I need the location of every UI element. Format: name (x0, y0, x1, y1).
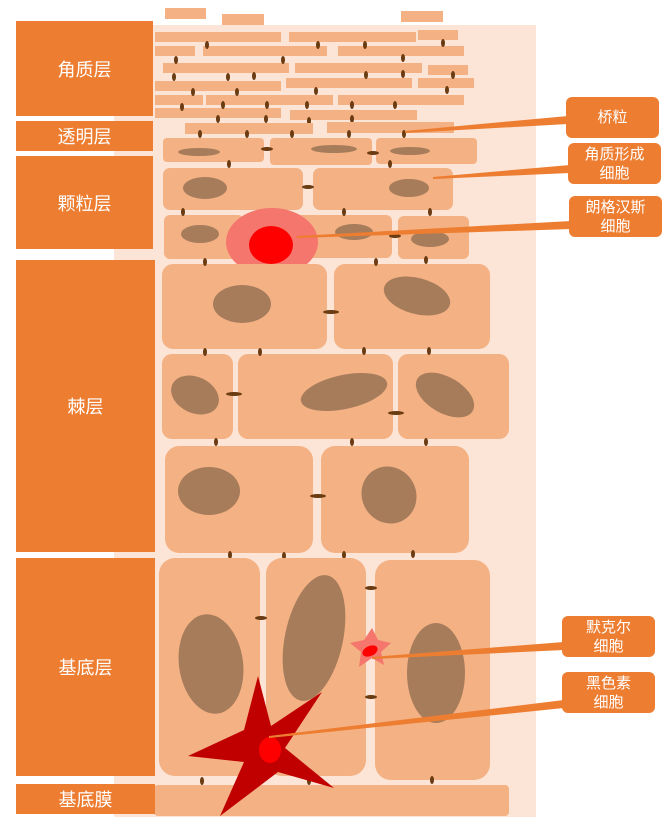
label-text: 基底膜 (58, 790, 113, 811)
label-text: 棘层 (67, 397, 104, 418)
basale-cells (159, 558, 490, 780)
callout-keratinocyte: 角质形成 细胞 (568, 143, 661, 184)
leader-lines (269, 116, 571, 738)
label-stratum-spinosum: 棘层 (16, 260, 155, 552)
basement-membrane-band (154, 785, 509, 816)
callout-merkel-cell: 默克尔 细胞 (562, 616, 655, 657)
basale-desmosomes (200, 586, 434, 785)
callout-desmosome: 桥粒 (566, 97, 659, 138)
melanocyte (188, 676, 334, 816)
label-text: 透明层 (57, 127, 112, 148)
label-stratum-granulosum: 颗粒层 (16, 156, 153, 249)
leader-line-desmosome (405, 116, 568, 133)
callout-text: 朗格汉斯 细胞 (585, 197, 646, 235)
corneum-flake (401, 11, 443, 22)
lucidum-cells (185, 122, 454, 134)
callout-text: 默克尔 细胞 (585, 617, 631, 655)
label-text: 基底层 (58, 658, 113, 679)
label-basement-membrane: 基底膜 (16, 784, 155, 814)
label-text: 颗粒层 (57, 193, 112, 215)
langerhans-cell (226, 208, 318, 276)
granulosum-flat-cells (163, 138, 477, 165)
label-stratum-basale: 基底层 (16, 558, 155, 776)
corneum-flake (222, 14, 264, 25)
callout-melanocyte: 黑色素 细胞 (562, 672, 655, 713)
label-text: 角质层 (57, 59, 112, 81)
leader-line-langerhans-cell (297, 221, 571, 238)
label-stratum-corneum: 角质层 (16, 21, 153, 116)
leader-line-keratinocyte (433, 165, 570, 179)
callout-text: 桥粒 (597, 108, 628, 126)
callout-text: 黑色素 细胞 (585, 673, 631, 711)
corneum-desmosomes (172, 39, 455, 125)
leader-line-merkel-cell (372, 642, 564, 659)
lucidum-desmosomes (198, 130, 406, 138)
callout-langerhans-cell: 朗格汉斯 细胞 (569, 196, 662, 237)
corneum-flake (165, 8, 206, 19)
spinosum-desmosomes (203, 256, 431, 560)
callout-text: 角质形成 细胞 (584, 144, 645, 182)
label-stratum-lucidum: 透明层 (16, 121, 153, 151)
corneum-cells (155, 30, 474, 120)
leader-line-melanocyte (269, 700, 564, 738)
granulosum-desmosomes (181, 160, 432, 238)
spinosum-cells (162, 264, 509, 553)
